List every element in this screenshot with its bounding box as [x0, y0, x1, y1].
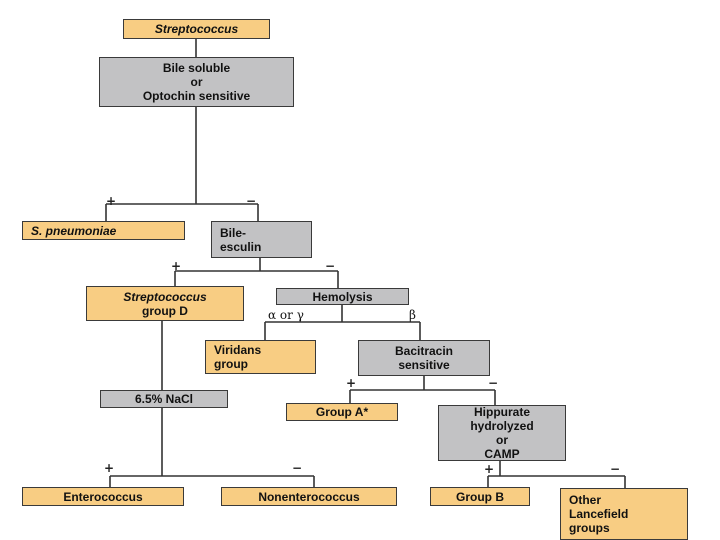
node-nacl-label: 6.5% NaCl [134, 392, 194, 406]
node-enterococcus-label: Enterococcus [63, 489, 143, 504]
node-hemolysis-label: Hemolysis [312, 289, 373, 304]
line: Lancefield [569, 507, 629, 521]
line: esculin [220, 239, 262, 254]
node-streptococcus-label: Streptococcus [154, 22, 239, 36]
minus-label: − [246, 194, 257, 208]
test-bacitracin: Bacitracin sensitive [358, 340, 490, 376]
node-viridans: Viridans group [205, 340, 316, 374]
node-streptococcus: Streptococcus [123, 19, 270, 39]
node-nonenterococcus-label: Nonenterococcus [258, 489, 360, 504]
minus-label: − [325, 259, 336, 273]
node-strep-group-d: Streptococcus group D [86, 286, 244, 321]
line: Bile- [220, 225, 247, 240]
line: group [214, 357, 248, 371]
line: Bacitracin [394, 344, 454, 358]
plus-label: + [171, 259, 182, 273]
test-hemolysis: Hemolysis [276, 288, 409, 305]
node-group-a: Group A* [286, 403, 398, 421]
line: Streptococcus [123, 289, 207, 304]
node-s-pneumoniae-label: S. pneumoniae [31, 223, 117, 238]
node-other-lancefield: Other Lancefield groups [560, 488, 688, 540]
line: hydrolyzed [470, 419, 534, 433]
node-group-b: Group B [430, 487, 530, 506]
plus-label: + [484, 462, 495, 476]
line: or [495, 433, 508, 447]
test-bile-esculin: Bile- esculin [211, 221, 312, 258]
node-nonenterococcus: Nonenterococcus [221, 487, 397, 506]
line: groups [569, 521, 610, 535]
beta-label: β [409, 308, 416, 322]
line: Bile soluble [162, 61, 231, 75]
line: Hippurate [473, 405, 530, 419]
line: sensitive [398, 358, 450, 372]
plus-label: + [346, 376, 357, 390]
minus-label: − [488, 376, 499, 390]
node-group-a-label: Group A* [315, 405, 369, 419]
minus-label: − [292, 461, 303, 475]
plus-label: + [104, 461, 115, 475]
node-enterococcus: Enterococcus [22, 487, 184, 506]
line: Viridans [214, 343, 262, 357]
minus-label: − [610, 462, 621, 476]
alpha-gamma-label: α or γ [268, 308, 304, 322]
test-bile-soluble: Bile soluble or Optochin sensitive [99, 57, 294, 107]
line: Optochin sensitive [142, 89, 251, 103]
test-nacl: 6.5% NaCl [100, 390, 228, 408]
test-hippurate: Hippurate hydrolyzed or CAMP [438, 405, 566, 461]
line: CAMP [484, 447, 520, 461]
line: or [190, 75, 203, 89]
line: group D [141, 303, 188, 318]
plus-label: + [106, 194, 117, 208]
line: Other [569, 493, 602, 507]
node-s-pneumoniae: S. pneumoniae [22, 221, 185, 240]
node-group-b-label: Group B [456, 489, 504, 504]
